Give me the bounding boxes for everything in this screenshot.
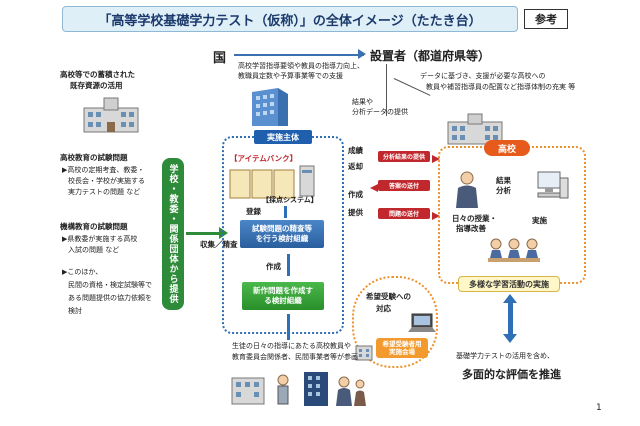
create-label: 作成 (266, 262, 281, 271)
applicant-venue-2: 実施会場 (389, 348, 415, 356)
left-s1-item-1: ▶高校の定期考査、教委・ (62, 166, 145, 174)
office-building-icon (252, 88, 288, 126)
grade-return-1: 成績 (348, 146, 363, 155)
left-s3-item-4: 検討 (68, 307, 82, 315)
high-school-label: 高校 (484, 140, 530, 156)
review-org-button: 試験問題の精査等を行う検討組織 (240, 220, 324, 248)
tag-answer: 答案の送付 (378, 180, 430, 191)
arrow-head-icon (358, 49, 366, 59)
daily-class-1: 日々の授業・ (452, 214, 497, 223)
arrow-head-icon (370, 184, 378, 192)
eval-desc: 基礎学力テストの活用を含め、 (456, 352, 554, 360)
implement-label: 実施 (532, 216, 547, 225)
reference-badge: 参考 (524, 9, 568, 29)
implementation-body-label: 実施主体 (254, 130, 312, 144)
high-school-building-icon (447, 113, 503, 145)
tag-problem: 問題の送付 (378, 208, 430, 219)
students-icon (488, 238, 540, 262)
establisher-desc-1: データに基づき、支援が必要な高校への (420, 72, 546, 80)
register-label: 登録 (246, 207, 261, 216)
applicant-venue-tag: 希望受験者用実施会場 (376, 338, 428, 358)
country-desc-1: 高校学習指導要領や教員の指導力向上、 (238, 62, 364, 70)
school-building-icon (83, 97, 139, 133)
building-small-icon (355, 345, 373, 361)
applicant-support-circle (352, 276, 438, 368)
left-s1-title: 高校教育の試験問題 (60, 153, 128, 162)
applicant-support-2: 対応 (376, 304, 391, 313)
left-s1-item-3: 実力テストの問題 など (68, 188, 141, 196)
scoring-system-label: 【採点システム】 (262, 196, 318, 204)
grade-return-2: 返却 (348, 162, 363, 171)
title-bar: 「高等学校基礎学力テスト（仮称）」の全体イメージ（たたき台） (62, 6, 518, 32)
results-provide-2: 分析データの提供 (352, 108, 408, 116)
review-org-line-1: 試験問題の精査等 (252, 224, 312, 234)
country-label: 国 (213, 51, 227, 66)
arrow-up-icon (503, 294, 517, 303)
teacher-icon (456, 171, 478, 208)
arrow-down-icon (503, 334, 517, 343)
establisher-label: 設置者（都道府県等） (370, 49, 491, 63)
arrow-head-icon (432, 212, 440, 220)
result-analysis-1: 結果 (496, 176, 511, 185)
country-arrow (234, 54, 364, 56)
new-org-line-2: る検討組織 (264, 296, 302, 305)
green-arrow (186, 232, 222, 235)
bottom-up-arrow (287, 314, 290, 340)
bottom-desc-1: 生徒の日々の指導にあたる高校教員や (232, 342, 351, 350)
collect-label: 収集／精査 (200, 240, 238, 249)
create-arrow (287, 254, 290, 276)
left-s3-item-3: ある問題提供の協力依頼を (68, 294, 152, 302)
page-title: 「高等学校基礎学力テスト（仮称）」の全体イメージ（たたき台） (98, 13, 482, 29)
left-s1-item-2: 校長会・学校が実施する (68, 177, 145, 185)
new-org-button: 新作問題を作成する検討組織 (242, 282, 324, 310)
arrow-head-icon (432, 155, 440, 163)
applicant-venue-1: 希望受験者用 (382, 339, 422, 348)
register-arrow (284, 206, 287, 218)
new-org-line-1: 新作問題を作成す (253, 286, 313, 296)
create-provide-1: 作成 (348, 190, 363, 199)
country-desc-2: 教職員定数や予算事業等での支援 (238, 72, 343, 80)
applicant-support-1: 希望受験への (366, 292, 411, 301)
diverse-learning-box: 多様な学習活動の実施 (458, 276, 560, 292)
bottom-desc-2: 教育委員会関係者、民間事業者等が参画 (232, 353, 358, 361)
review-org-line-2: を行う検討組織 (255, 234, 309, 243)
daily-class-2: 指導改善 (456, 224, 486, 233)
item-bank-icon (229, 165, 315, 199)
eval-title: 多面的な評価を推進 (462, 368, 561, 381)
tag-analysis: 分析結果の提供 (378, 151, 430, 162)
left-s2-title: 機構教育の試験問題 (60, 222, 128, 231)
create-provide-2: 提供 (348, 208, 363, 217)
results-provide-1: 結果や (352, 98, 373, 106)
laptop-icon (408, 313, 436, 332)
left-heading-2: 既存資源の活用 (70, 81, 123, 90)
establisher-line (386, 64, 387, 116)
left-s2-item-1: ▶県教委が実施する高校 (62, 235, 138, 243)
page-number: 1 (596, 403, 602, 413)
computer-icon (537, 171, 569, 199)
establisher-desc-2: 教員や補習指導員の配置など指導体制の充実 等 (426, 83, 576, 91)
item-bank-label: 【アイテムバンク】 (230, 154, 298, 163)
left-heading-1: 高校等での蓄積された (60, 70, 135, 79)
participants-icons (231, 372, 366, 406)
left-s2-item-2: 入試の問題 など (68, 246, 120, 254)
result-analysis-2: 分析 (496, 186, 511, 195)
green-vertical-provide: 学校・教委・関係団体から提供 (162, 158, 184, 310)
left-s3-item-2: 民間の資格・検定試験等で (68, 281, 152, 289)
left-s3-item-1: ▶このほか、 (62, 268, 103, 276)
double-arrow (508, 300, 513, 336)
